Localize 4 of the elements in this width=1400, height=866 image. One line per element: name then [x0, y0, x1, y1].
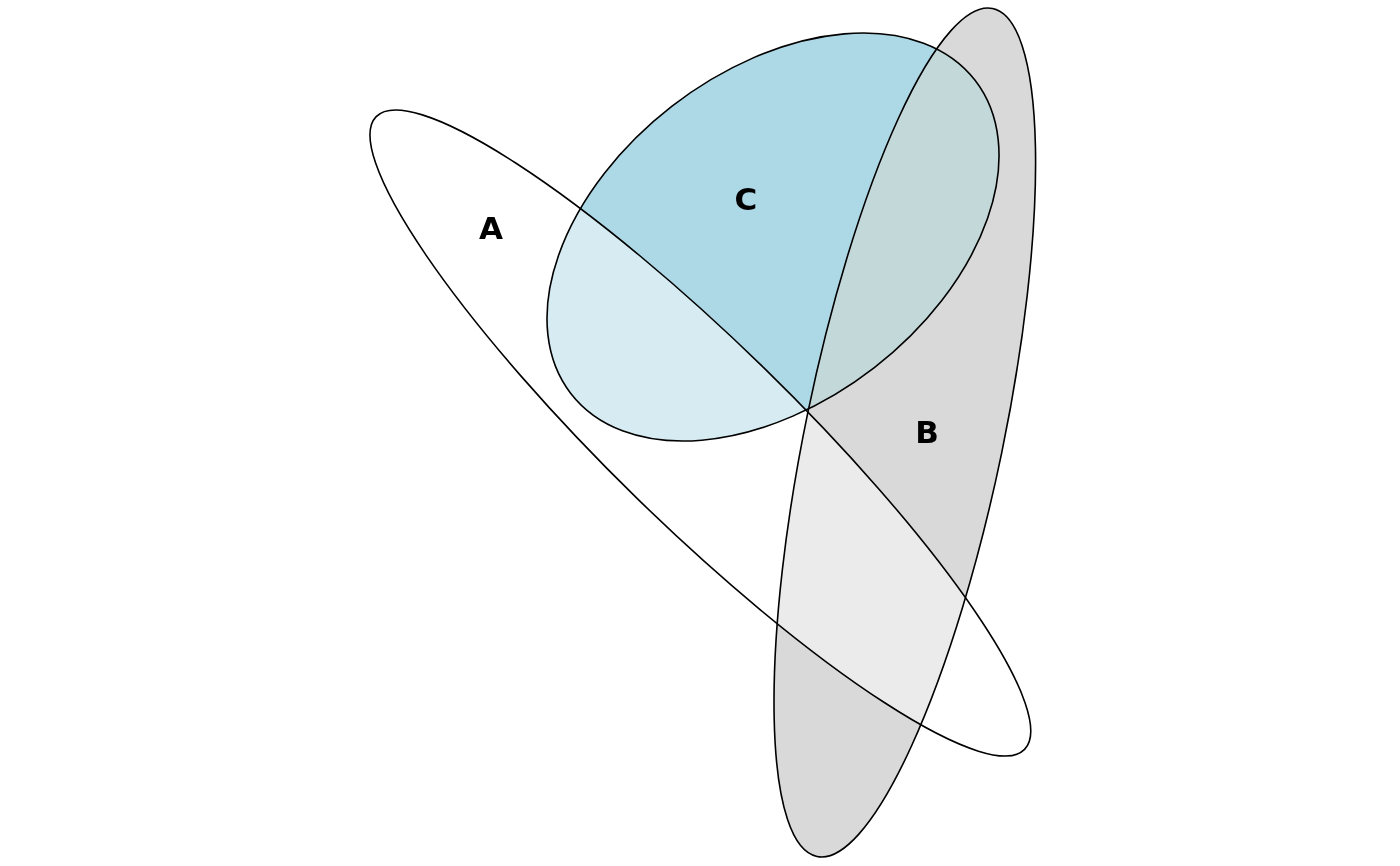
set-label: A	[479, 212, 503, 244]
set-ellipse	[774, 8, 1036, 857]
set-label: C	[734, 183, 758, 215]
set-label: B	[915, 416, 939, 448]
